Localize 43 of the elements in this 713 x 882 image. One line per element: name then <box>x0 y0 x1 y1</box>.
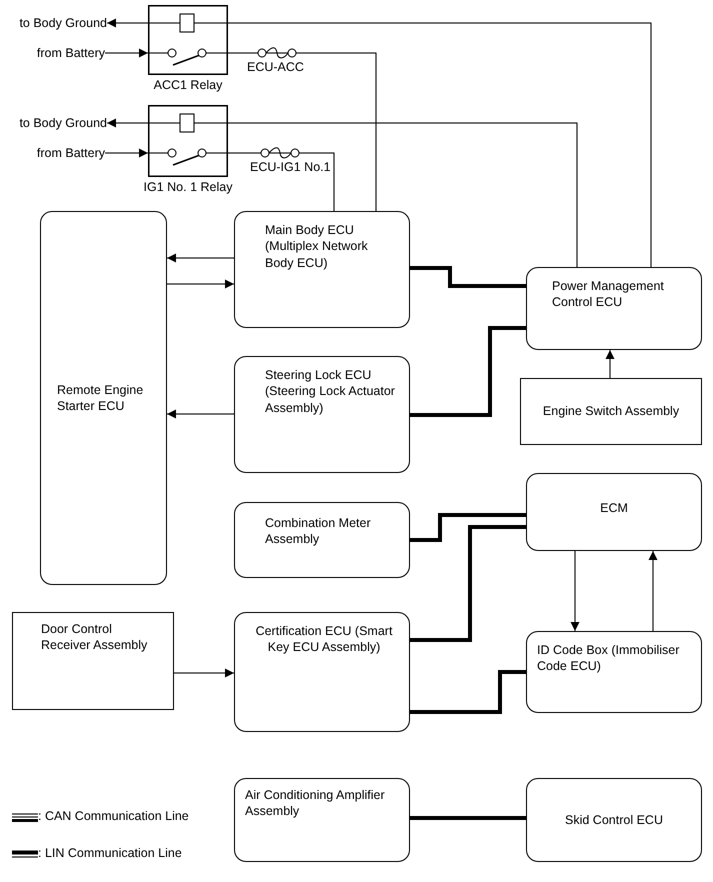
terminal-label: to Body Ground <box>19 115 107 132</box>
wire <box>228 22 652 268</box>
relay-label: IG1 No. 1 Relay <box>142 179 234 196</box>
arrow <box>166 254 234 262</box>
arrow <box>166 280 234 288</box>
component-name: ECM <box>599 500 629 516</box>
component-name: Main Body ECU (Multiplex Network Body ECU) <box>265 222 369 271</box>
arrow <box>166 410 234 418</box>
wire <box>228 152 334 212</box>
arrow <box>606 350 614 378</box>
bus-line <box>410 326 526 417</box>
component-name: Engine Switch Assembly <box>542 403 680 420</box>
legend-label: : CAN Communication Line <box>38 809 189 823</box>
bus-line <box>410 525 526 642</box>
bus-line <box>410 670 526 714</box>
legend-label: : LIN Communication Line <box>38 846 182 860</box>
arrow <box>104 48 148 58</box>
arrow <box>104 148 148 158</box>
arrow <box>106 18 148 28</box>
terminal-label: from Battery <box>36 145 105 162</box>
fuse-label: ECU-IG1 No.1 <box>249 160 332 174</box>
component-name: Certification ECU (Smart Key ECU Assembly) <box>254 623 394 656</box>
arrow <box>570 550 580 632</box>
wire <box>228 52 376 212</box>
component-name: Skid Control ECU <box>564 812 664 828</box>
terminal-label: from Battery <box>36 45 105 62</box>
bus-line <box>410 513 526 542</box>
bus-line <box>410 816 526 820</box>
terminal-label: to Body Ground <box>19 15 107 32</box>
component-name: Door Control Receiver Assembly <box>41 621 148 654</box>
component-name: Combination Meter Assembly <box>265 515 372 548</box>
arrow <box>648 550 658 632</box>
bus-line <box>410 266 526 288</box>
component-name: ID Code Box (Immobiliser Code ECU) <box>537 642 680 674</box>
component-name: Power Management Control ECU <box>552 278 665 310</box>
component-name: Remote Engine Starter ECU <box>57 382 144 414</box>
relay-label: ACC1 Relay <box>152 77 224 94</box>
component-name: Air Conditioning Amplifier Assembly <box>245 787 386 820</box>
arrow <box>106 118 148 128</box>
fuse-label: ECU-ACC <box>246 60 305 74</box>
wire <box>228 122 578 268</box>
arrow <box>174 668 234 678</box>
component-name: Steering Lock ECU (Steering Lock Actuator Assembly) <box>265 367 396 416</box>
